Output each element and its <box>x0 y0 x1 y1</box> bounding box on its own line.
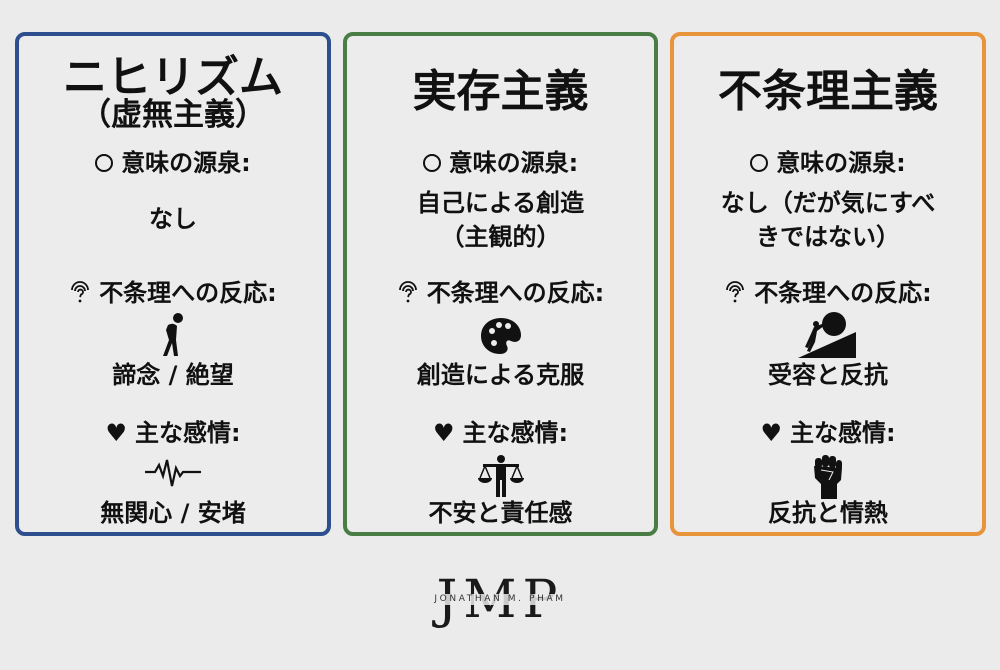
heart-icon: ♥ <box>760 419 782 447</box>
panel-nihilism: ニヒリズム （虚無主義） 意味の源泉: なし 不条理への反応: 諦念 / 絶望 … <box>15 32 331 536</box>
question-signal-icon <box>71 281 90 303</box>
reaction-label: 不条理への反応: <box>99 279 277 307</box>
emotion-label-row: ♥ 主な感情: <box>19 419 327 447</box>
emotion-figure <box>19 456 327 488</box>
emotion-figure <box>347 454 654 498</box>
panel-absurdism: 不条理主義 意味の源泉: なし（だが気にすべ きではない） 不条理への反応: 受… <box>670 32 986 536</box>
meaning-label: 意味の源泉: <box>776 149 906 177</box>
reaction-label: 不条理への反応: <box>754 279 932 307</box>
meaning-label: 意味の源泉: <box>448 149 579 177</box>
reaction-label-row: 不条理への反応: <box>19 280 327 306</box>
panel-title: ニヒリズム <box>63 52 283 103</box>
meaning-value-line-2: きではない） <box>756 223 900 251</box>
circle-icon <box>750 154 769 173</box>
panel-title: 不条理主義 <box>718 66 938 117</box>
meaning-value-line-1: なし（だが気にすべ <box>720 189 936 217</box>
emotion-value: 無関心 / 安堵 <box>100 499 246 527</box>
heart-icon: ♥ <box>432 419 455 447</box>
meaning-label-row: 意味の源泉: <box>19 150 327 176</box>
emotion-label: 主な感情: <box>789 419 896 447</box>
jmp-logo: JMP JONATHAN M. PHAM <box>430 570 570 630</box>
raised-fist-icon <box>814 455 842 499</box>
reaction-value: 受容と反抗 <box>768 361 888 389</box>
slumped-person-icon <box>163 313 183 356</box>
reaction-value: 創造による克服 <box>416 361 585 389</box>
reaction-value: 諦念 / 絶望 <box>112 361 234 389</box>
meaning-label: 意味の源泉: <box>121 149 251 177</box>
meaning-value-line-1: 自己による創造 <box>416 189 585 217</box>
panel-subtitle: （虚無主義） <box>80 97 266 133</box>
panel-title: 実存主義 <box>412 66 589 117</box>
emotion-label: 主な感情: <box>134 419 241 447</box>
emotion-label-row: ♥ 主な感情: <box>347 419 654 447</box>
heart-icon: ♥ <box>105 419 127 447</box>
emotion-figure <box>674 452 982 500</box>
flatline-heartbeat-icon <box>145 459 201 487</box>
reaction-figure <box>347 316 654 356</box>
circle-icon <box>95 154 114 173</box>
logo-name: JONATHAN M. PHAM <box>430 594 570 605</box>
emotion-value: 不安と責任感 <box>428 499 573 527</box>
reaction-figure <box>19 312 327 358</box>
reaction-label: 不条理への反応: <box>426 279 605 307</box>
meaning-label-row: 意味の源泉: <box>347 150 654 176</box>
circle-icon <box>422 154 441 173</box>
emotion-label-row: ♥ 主な感情: <box>674 419 982 447</box>
reaction-label-row: 不条理への反応: <box>347 280 654 306</box>
meaning-value: なし <box>149 205 197 233</box>
meaning-value-line-2: （主観的） <box>440 223 561 251</box>
reaction-figure <box>674 312 982 358</box>
emotion-value: 反抗と情熱 <box>768 499 888 527</box>
panel-existentialism: 実存主義 意味の源泉: 自己による創造 （主観的） 不条理への反応: 創造による… <box>343 32 658 536</box>
reaction-label-row: 不条理への反応: <box>674 280 982 306</box>
palette-icon <box>480 318 521 354</box>
sisyphus-boulder-icon <box>798 312 856 358</box>
question-signal-icon <box>398 281 417 303</box>
meaning-label-row: 意味の源泉: <box>674 150 982 176</box>
emotion-label: 主な感情: <box>462 419 569 447</box>
question-signal-icon <box>726 281 745 303</box>
person-scales-icon <box>477 455 524 497</box>
